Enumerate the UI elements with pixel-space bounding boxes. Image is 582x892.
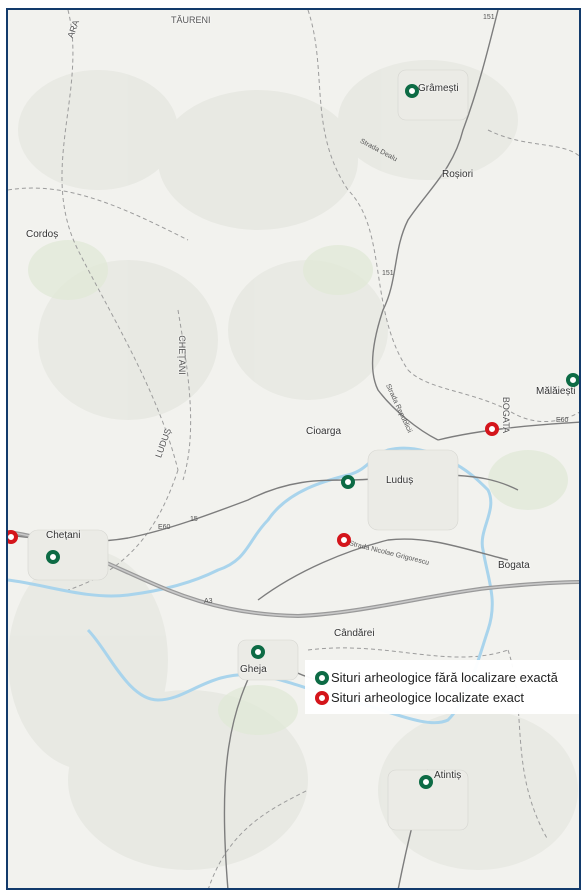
place-cioarga: Cioarga [306,426,342,437]
site-marker-unlocated[interactable] [46,550,60,564]
site-marker-unlocated[interactable] [566,373,579,387]
place-bogata-area: BOGATA [501,396,512,434]
place-malaiesti: Mălăiești [536,386,576,397]
site-marker-unlocated[interactable] [405,84,419,98]
place-atintis: Atintiș [434,770,462,781]
site-marker-located[interactable] [8,530,18,544]
road-a3: A3 [204,598,213,605]
red-ring-icon [315,691,329,705]
legend-label-located: Situri arheologice localizate exact [331,690,524,705]
legend-item-located: Situri arheologice localizate exact [309,688,579,708]
place-chetani-area: CHEȚANI [176,335,187,375]
map-frame[interactable]: TĂURENI ARA Grâmești Strada Dealu Roșior… [6,8,581,890]
basemap[interactable] [8,10,581,890]
place-gramesti: Grâmești [418,83,459,94]
place-candarei: Cândărei [334,628,375,639]
road-15: 15 [190,516,198,523]
place-gheja: Gheja [240,664,267,675]
place-chetani: Chețani [46,530,81,541]
place-bogata: Bogata [498,560,530,571]
road-e60-east: E60 [556,417,569,424]
site-marker-unlocated[interactable] [419,775,433,789]
place-rosiori: Roșiori [442,169,474,180]
place-ludus: Luduș [386,475,414,486]
map-legend: Situri arheologice fără localizare exact… [305,660,579,714]
site-marker-located[interactable] [485,422,499,436]
legend-label-unlocated: Situri arheologice fără localizare exact… [331,670,558,685]
legend-item-unlocated: Situri arheologice fără localizare exact… [309,668,579,688]
road-151-mid: 151 [382,270,394,277]
place-taureni: TĂURENI [171,15,211,25]
place-cordos: Cordoș [26,229,59,240]
site-marker-unlocated[interactable] [251,645,265,659]
terrain-shading [8,60,578,870]
site-marker-unlocated[interactable] [341,475,355,489]
road-151-top: 151 [483,14,495,21]
green-ring-icon [315,671,329,685]
green-areas [28,240,568,735]
road-e60-west: E60 [158,524,171,531]
site-marker-located[interactable] [337,533,351,547]
